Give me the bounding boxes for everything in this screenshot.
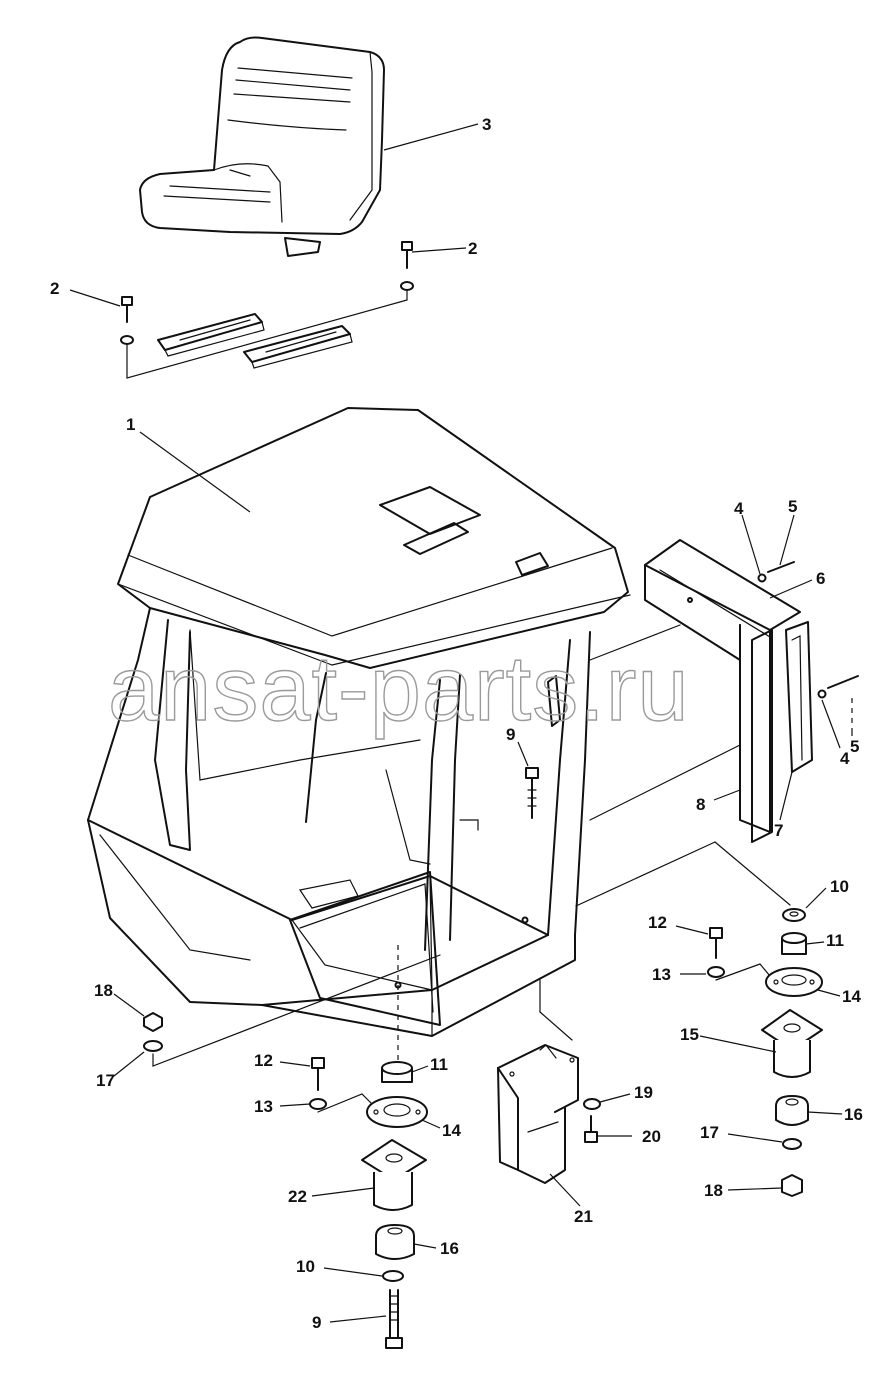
callout-16-center: 16: [440, 1239, 459, 1258]
bolt-20: [584, 1115, 598, 1143]
callout-17-left: 17: [96, 1071, 115, 1090]
callout-14-right: 14: [842, 987, 861, 1006]
seat-rail-left: [157, 313, 265, 357]
seat-rail-right: [243, 325, 353, 369]
mount-leader-right-2: [714, 841, 791, 906]
callout-21: 21: [574, 1207, 593, 1226]
callout-12-center: 12: [254, 1051, 273, 1070]
callout-8: 8: [696, 795, 705, 814]
plate-14-center: [366, 1096, 428, 1128]
callout-4-upper: 4: [734, 499, 744, 518]
panel-6: [644, 539, 801, 833]
washer-13-right: [707, 966, 725, 978]
callout-16-right: 16: [844, 1105, 863, 1124]
callout-18-right: 18: [704, 1181, 723, 1200]
isolator-22: [361, 1139, 427, 1211]
washer-17-right: [782, 1138, 802, 1150]
seat-bolt-left: [120, 296, 134, 345]
isolator-15: [761, 1009, 823, 1078]
callout-3: 3: [482, 115, 491, 134]
callout-11-center: 11: [430, 1055, 448, 1074]
washer-19: [583, 1098, 601, 1110]
seat-bolt-right: [400, 241, 414, 291]
callout-9-lower: 9: [312, 1313, 321, 1332]
washer-10-center: [382, 1270, 404, 1282]
callout-13-center: 13: [254, 1097, 273, 1116]
callout-12-right: 12: [648, 913, 667, 932]
washer-10-right: [782, 908, 806, 922]
nut-18-right: [781, 1174, 803, 1197]
bushing-16-center: [375, 1224, 415, 1260]
callout-10-right: 10: [830, 877, 849, 896]
seat: [139, 36, 385, 257]
callout-5-upper: 5: [788, 497, 797, 516]
callout-5-lower: 5: [850, 737, 859, 756]
bracket-leader-b: [539, 1011, 573, 1041]
callout-1: 1: [126, 415, 135, 434]
watermark-text: ansat-parts.ru: [108, 638, 690, 740]
bolt-12-right: [709, 927, 723, 959]
bushing-11-center: [381, 1061, 413, 1083]
step-bracket-21: [497, 1044, 579, 1184]
panel-leader-lower: [589, 744, 741, 821]
callout-22: 22: [288, 1187, 307, 1206]
callout-20: 20: [642, 1127, 661, 1146]
callout-10-center: 10: [296, 1257, 315, 1276]
pin-lower: [817, 675, 859, 699]
mount-leader-right: [575, 841, 716, 907]
bushing-16-right: [775, 1095, 809, 1126]
center-leader-13: [317, 1093, 373, 1113]
bushing-11-right: [781, 932, 807, 955]
washer-13-center: [309, 1098, 327, 1110]
callout-19: 19: [634, 1083, 653, 1102]
callout-15: 15: [680, 1025, 699, 1044]
callout-11-right: 11: [826, 931, 844, 950]
callout-7: 7: [774, 821, 783, 840]
mount-leader-13: [715, 963, 771, 981]
callout-numbers: 1 2 2 3 4 4 5 5 6 7 8 9 9 10 10 11 11 12…: [50, 115, 863, 1332]
bolt-9-upper: [525, 767, 539, 819]
left-fixing-leader: [152, 954, 441, 1067]
callout-9-upper: 9: [506, 725, 515, 744]
bolt-9-lower: [385, 1289, 403, 1349]
callout-18-left: 18: [94, 981, 113, 1000]
callout-leaders: [69, 123, 853, 1323]
callout-17-right: 17: [700, 1123, 719, 1142]
callout-6: 6: [816, 569, 825, 588]
pin-upper: [757, 561, 795, 583]
callout-2-right: 2: [468, 239, 477, 258]
callout-4-lower: 4: [840, 749, 850, 768]
callout-13-right: 13: [652, 965, 671, 984]
callout-14-center: 14: [442, 1121, 461, 1140]
panel-8: [687, 597, 773, 843]
rail-leader: [126, 289, 408, 379]
cab-frame: [87, 407, 631, 1037]
nut-18-left: [143, 1012, 163, 1032]
washer-17-left: [143, 1040, 163, 1052]
panel-leader-upper: [589, 624, 681, 661]
plate-14-right: [765, 967, 823, 997]
bolt-12-center: [311, 1057, 325, 1091]
callout-2-left: 2: [50, 279, 59, 298]
panel-7: [785, 621, 813, 773]
